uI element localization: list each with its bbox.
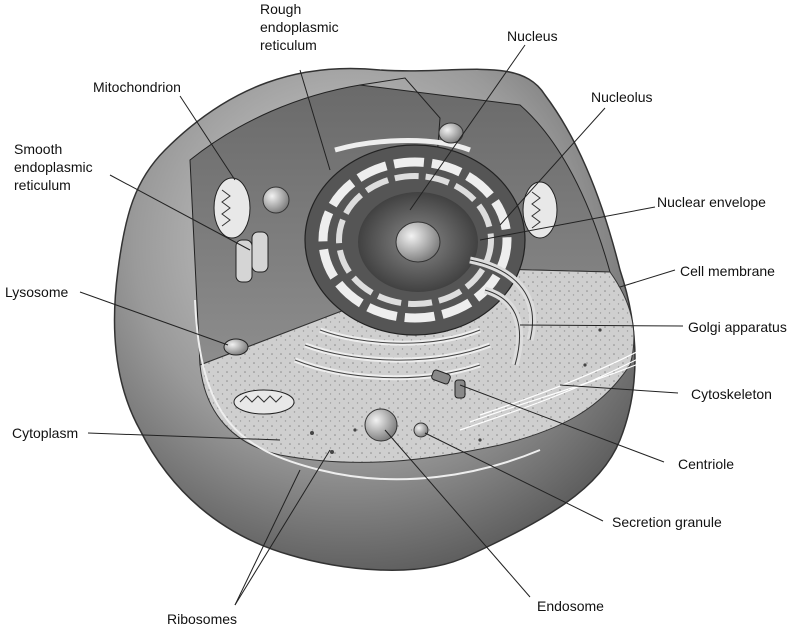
label-endosome: Endosome	[537, 598, 604, 614]
leader-lines	[79, 44, 684, 606]
label-nucleolus: Nucleolus	[591, 89, 653, 105]
centriole-shape	[431, 369, 466, 399]
label-centriole: Centriole	[678, 456, 735, 472]
secretion-granule-shape	[413, 422, 429, 438]
endosome-shape	[364, 408, 398, 442]
label-nucleus: Nucleus	[507, 28, 558, 44]
label-nuclear-envelope: Nuclear envelope	[657, 194, 766, 210]
label-ribosomes: Ribosomes	[167, 611, 238, 627]
label-cell-membrane: Cell membrane	[680, 263, 775, 279]
label-cytoskeleton: Cytoskeleton	[691, 386, 772, 402]
label-golgi-apparatus: Golgi apparatus	[688, 319, 787, 335]
lysosome-shape	[223, 338, 249, 356]
label-rough-endoplasmic-reticulum: Rough endoplasmic reticulum	[260, 1, 339, 53]
label-secretion-granule: Secretion granule	[612, 514, 722, 530]
nucleolus-shape	[395, 221, 441, 263]
label-mitochondrion: Mitochondrion	[93, 79, 181, 95]
label-lysosome: Lysosome	[5, 284, 69, 300]
mitochondrion-shapes	[213, 177, 558, 415]
cytoplasm-floor	[199, 267, 635, 463]
label-cytoplasm: Cytoplasm	[12, 425, 79, 441]
label-smooth-endoplasmic-reticulum: Smooth endoplasmic reticulum	[14, 141, 93, 193]
